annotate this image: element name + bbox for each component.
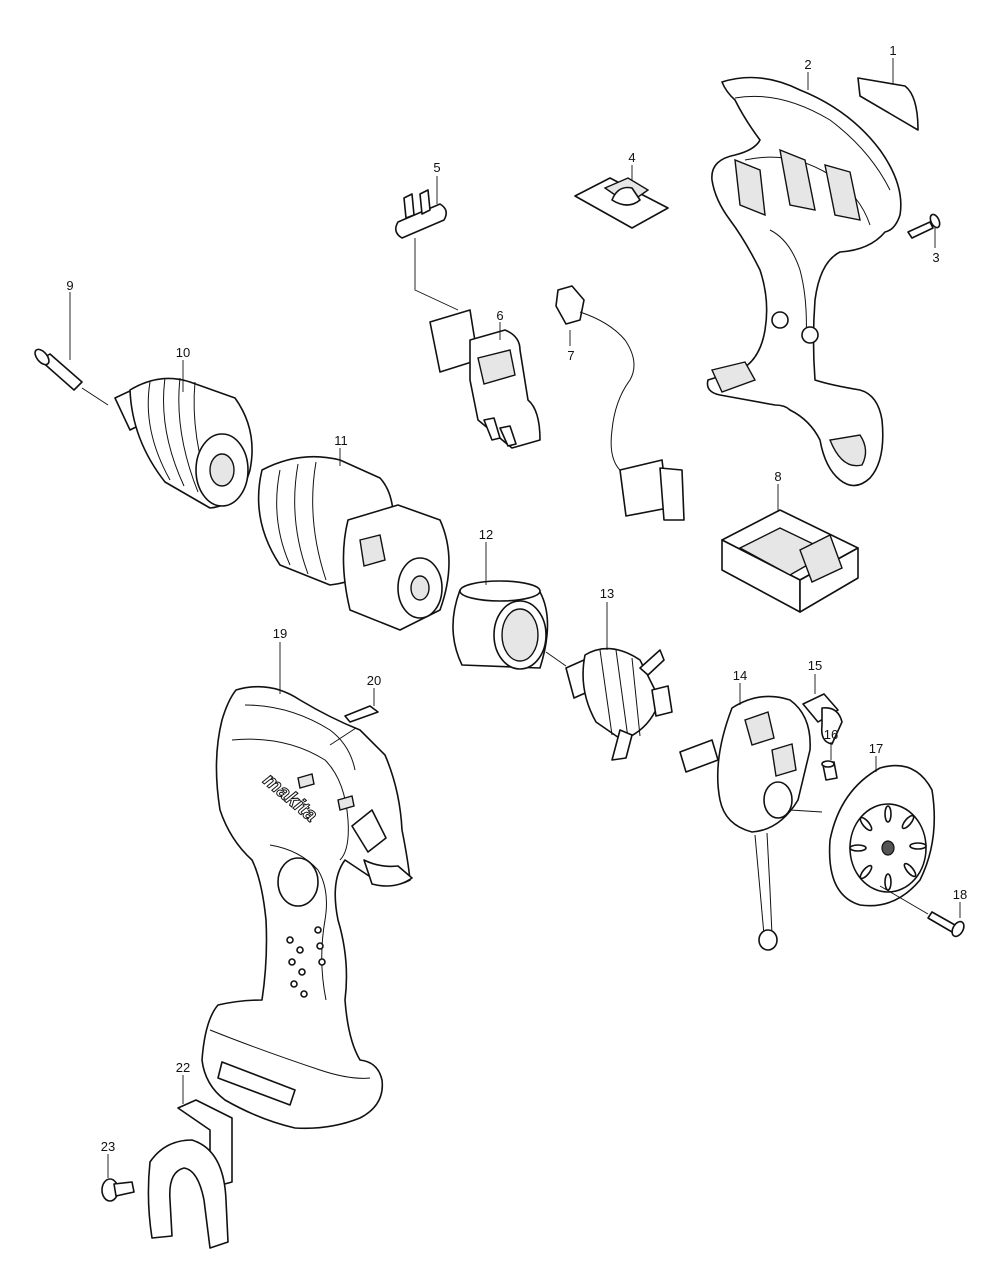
callout-6: 6 <box>496 308 503 323</box>
callout-1: 1 <box>889 43 896 58</box>
callout-16: 16 <box>824 727 838 742</box>
callout-5: 5 <box>433 160 440 175</box>
part-18-screw <box>879 885 965 938</box>
part-2-housing-right <box>706 72 902 487</box>
callout-18: 18 <box>953 887 967 902</box>
callout-labels: 1 2 3 4 5 6 7 8 9 10 11 12 13 14 15 16 1… <box>66 43 967 1154</box>
callout-9: 9 <box>66 278 73 293</box>
callout-2: 2 <box>804 57 811 72</box>
part-12-yoke-sleeve <box>452 542 567 670</box>
callout-13: 13 <box>600 586 614 601</box>
part-13-armature <box>565 602 673 761</box>
callout-20: 20 <box>367 673 381 688</box>
grip-dots <box>286 926 326 998</box>
part-20-clip <box>329 688 379 746</box>
callout-11: 11 <box>334 433 348 448</box>
callout-19: 19 <box>273 626 287 641</box>
part-9-chuck-screw <box>34 292 109 406</box>
callout-14: 14 <box>733 668 747 683</box>
cover-vents <box>849 805 927 891</box>
callout-8: 8 <box>774 469 781 484</box>
part-14-brush-holder <box>679 683 823 951</box>
part-16-sleeve <box>821 742 838 781</box>
callout-15: 15 <box>808 658 822 673</box>
part-22-belt-hook <box>147 1075 233 1249</box>
callout-22: 22 <box>176 1060 190 1075</box>
part-5-strip <box>394 176 459 311</box>
part-4-switch-lever <box>574 165 669 229</box>
part-1-label-plate <box>857 58 919 131</box>
callout-7: 7 <box>567 348 574 363</box>
part-7-wire-led <box>555 285 685 521</box>
callout-4: 4 <box>628 150 635 165</box>
callout-3: 3 <box>932 250 939 265</box>
callout-10: 10 <box>176 345 190 360</box>
part-19-housing-left: makita <box>201 642 413 1130</box>
callout-23: 23 <box>101 1139 115 1154</box>
part-6-switch <box>429 309 541 449</box>
part-23-screw <box>101 1154 135 1202</box>
callout-17: 17 <box>869 741 883 756</box>
part-15-brush <box>802 674 843 745</box>
part-17-rear-cover <box>828 756 936 907</box>
part-8-controller <box>721 484 859 613</box>
part-11-gear-assembly <box>257 448 450 631</box>
callout-12: 12 <box>479 527 493 542</box>
part-10-keyless-chuck <box>114 360 253 509</box>
part-3-screw <box>907 213 941 248</box>
